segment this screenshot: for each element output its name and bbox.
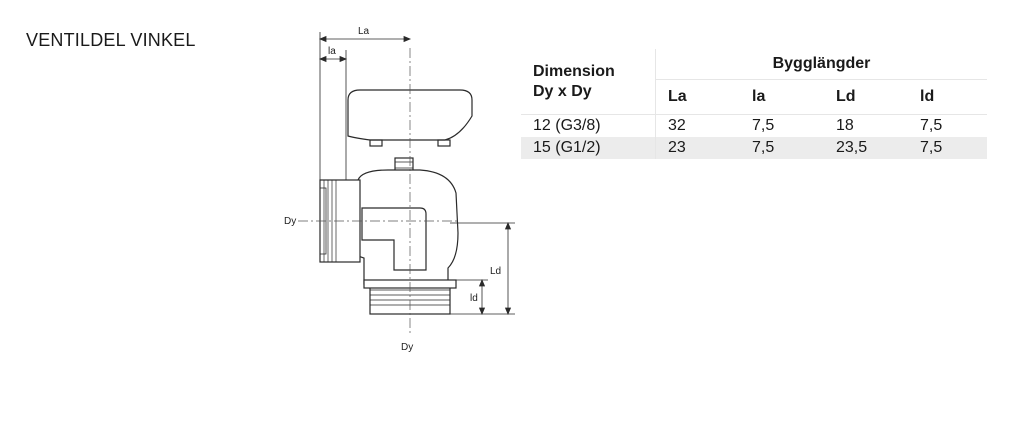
label-ld: ld — [470, 293, 478, 304]
group-header: Bygglängder — [655, 49, 987, 80]
build-length-table: Dimension Dy x Dy Bygglängder La la Ld l… — [521, 49, 987, 159]
label-Ld: Ld — [490, 266, 501, 277]
cell-Ld: 18 — [824, 114, 908, 137]
cell-Ld: 23,5 — [824, 137, 908, 159]
cell-dimension: 12 (G3/8) — [521, 114, 656, 137]
column-header-la: la — [752, 88, 766, 105]
cell-dimension: 15 (G1/2) — [521, 137, 656, 159]
cell-la: 7,5 — [740, 137, 824, 159]
dimension-header-line1: Dimension — [533, 62, 615, 80]
label-La: La — [358, 26, 370, 37]
cell-ld: 7,5 — [908, 114, 987, 137]
cell-la: 7,5 — [740, 114, 824, 137]
cell-La: 32 — [655, 114, 740, 137]
handle-foot-left — [369, 139, 383, 147]
handle-foot-right — [437, 139, 451, 147]
cell-La: 23 — [655, 137, 740, 159]
valve-technical-drawing: La la Dy Dy Ld ld — [270, 18, 520, 363]
page-title: VENTILDEL VINKEL — [26, 30, 196, 50]
column-header-La: La — [668, 88, 687, 105]
label-Dy-bottom: Dy — [401, 342, 413, 353]
label-Dy-left: Dy — [284, 216, 296, 227]
dimension-header-line2: Dy x Dy — [533, 82, 592, 100]
column-header-Ld: Ld — [836, 88, 856, 105]
table-row: 12 (G3/8) 32 7,5 18 7,5 — [521, 114, 987, 137]
table-row: 15 (G1/2) 23 7,5 23,5 7,5 — [521, 137, 987, 159]
cell-ld: 7,5 — [908, 137, 987, 159]
valve-drawing-svg: La la Dy Dy Ld ld — [284, 26, 515, 353]
column-header-ld: ld — [920, 88, 935, 105]
dimension-header: Dimension Dy x Dy — [521, 49, 656, 115]
label-la: la — [328, 46, 336, 57]
